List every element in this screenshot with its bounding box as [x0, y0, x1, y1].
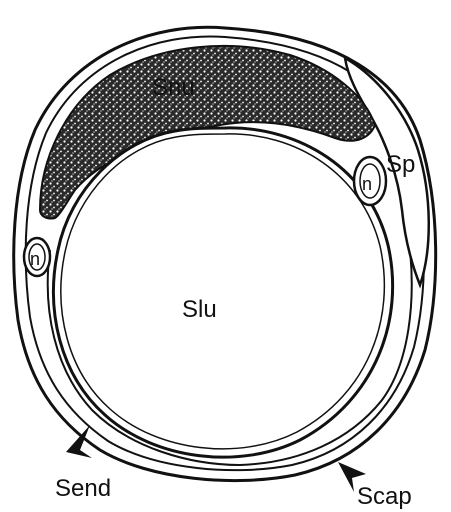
label-slu: Slu [182, 296, 217, 323]
label-sp: Sp [386, 151, 415, 178]
label-n-left: n [30, 249, 40, 269]
label-send: Send [55, 475, 111, 502]
label-scap: Scap [357, 483, 412, 510]
label-n-right: n [362, 174, 372, 194]
label-snu: Snu [152, 74, 195, 101]
